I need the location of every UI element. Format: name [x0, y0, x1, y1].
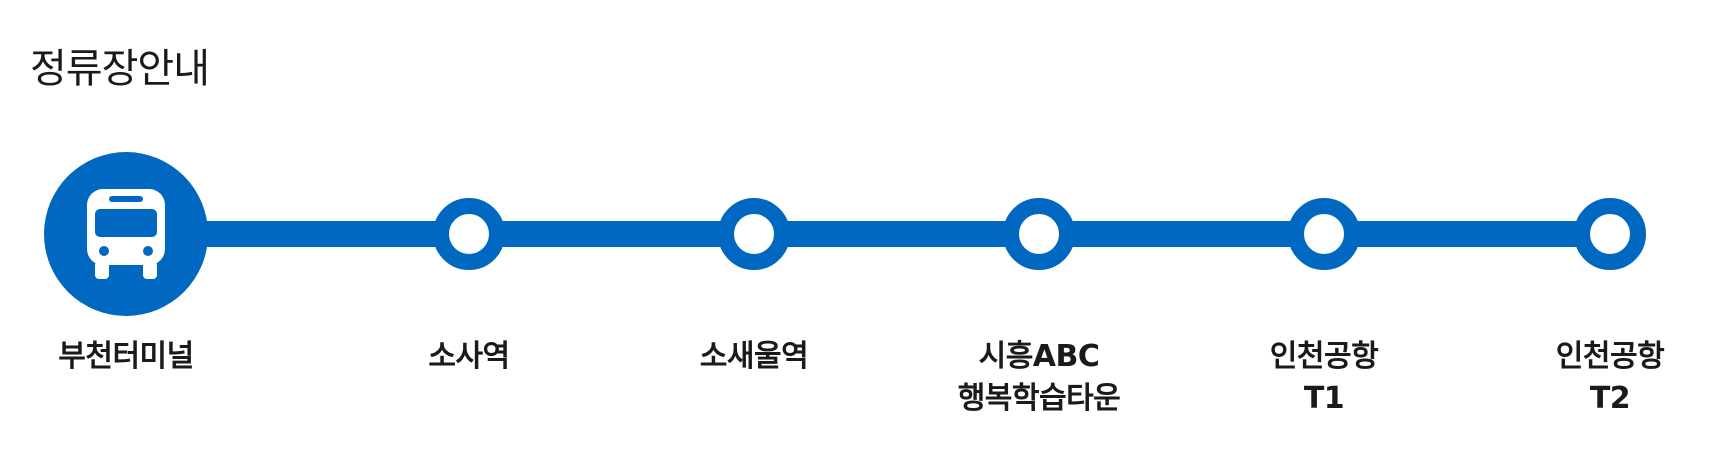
stop-label-siheung-abc: 시흥ABC 행복학습타운	[909, 336, 1169, 420]
stop-label-line: 소사역	[428, 339, 510, 374]
stop-label-sosa: 소사역	[339, 336, 599, 378]
stop-label-bucheon-terminal: 부천터미널	[0, 336, 256, 378]
stop-marker-incheon-airport-t1[interactable]	[1288, 198, 1360, 270]
page-title: 정류장안내	[30, 46, 210, 92]
stop-label-incheon-airport-t2: 인천공항 T2	[1480, 336, 1709, 420]
stop-marker-sosa[interactable]	[433, 198, 505, 270]
stop-label-line: 시흥ABC	[978, 339, 1100, 374]
stop-marker-incheon-airport-t2[interactable]	[1574, 198, 1646, 270]
stop-label-line: 부천터미널	[58, 339, 194, 374]
stop-label-line: 인천공항	[1555, 339, 1665, 374]
stop-label-sosaeul: 소새울역	[624, 336, 884, 378]
stop-label-line: 인천공항	[1269, 339, 1379, 374]
stop-label-line: 행복학습타운	[957, 381, 1121, 416]
stop-label-incheon-airport-t1: 인천공항 T1	[1194, 336, 1454, 420]
route-line	[126, 221, 1610, 247]
stop-marker-sosaeul[interactable]	[718, 198, 790, 270]
stop-label-line: 소새울역	[699, 339, 809, 374]
terminal-stop-marker[interactable]	[44, 152, 208, 316]
stop-label-line: T2	[1589, 381, 1631, 416]
stop-marker-siheung-abc[interactable]	[1003, 198, 1075, 270]
bus-icon	[87, 189, 165, 279]
stop-label-line: T1	[1303, 381, 1345, 416]
